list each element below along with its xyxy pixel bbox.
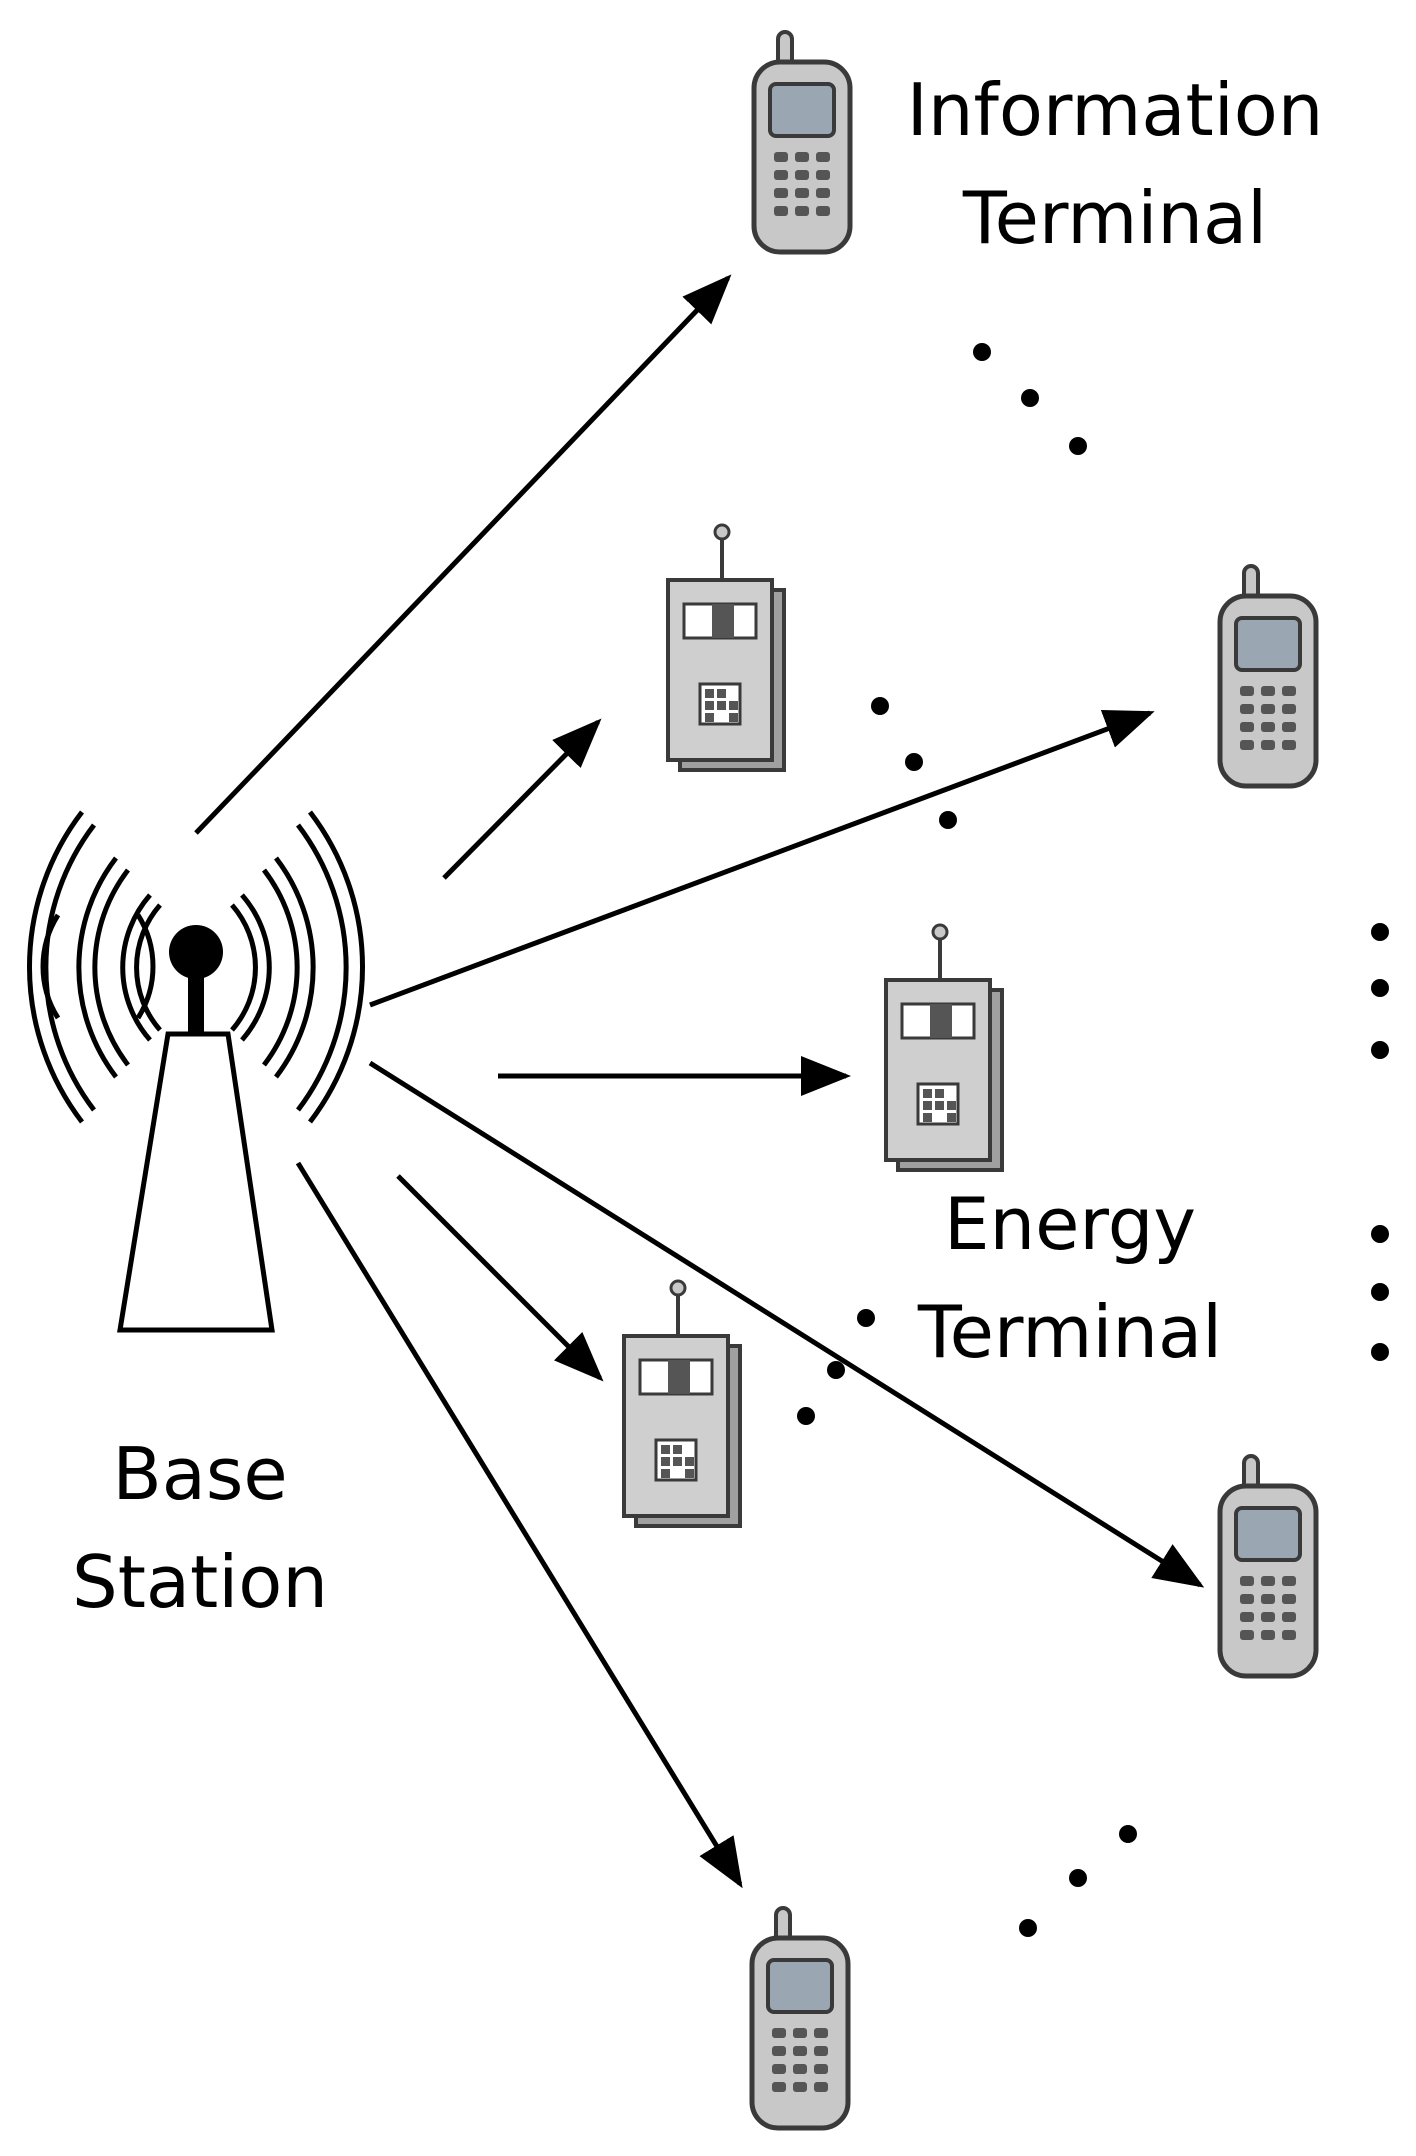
radio-tower-icon [26,810,366,1333]
energy-terminal-label-line-1: Energy [943,1182,1197,1266]
mobile-phone-icon [1220,566,1316,786]
ellipsis-dots [797,343,1389,1937]
ellipsis-top-right [973,343,1087,455]
signal-waves-right [230,810,366,1124]
arrow-to-energy-terminal-upper [442,718,602,880]
arrow-to-information-terminal-top [194,274,732,835]
mobile-phone-icon [1220,1456,1316,1676]
mobile-phone-icon [752,1908,848,2128]
ellipsis-bottom-right [1019,1825,1137,1937]
base-station-label-line-2: Station [72,1540,328,1624]
ellipsis-between-energy-terminals-lower [797,1309,875,1425]
mobile-phone-icon [754,32,850,252]
energy-terminal-label-line-2: Terminal [917,1290,1223,1374]
information-terminal-label: Information Terminal [880,56,1350,272]
arrow-to-energy-terminal-lower [396,1174,604,1382]
transmission-arrows [194,274,1205,1889]
base-station-label-line-1: Base [112,1432,288,1516]
arrow-to-information-terminal-upper-right [369,710,1155,1008]
ellipsis-between-energy-terminals-upper [871,697,957,829]
arrow-to-information-terminal-lower-right [368,1060,1205,1588]
energy-terminal-label: Energy Terminal [870,1170,1270,1386]
ellipsis-right-column-upper [1371,923,1389,1059]
energy-receiver-icon [666,523,786,772]
signal-waves-left [26,810,162,1124]
information-terminal-label-line-1: Information [906,68,1324,152]
antenna-mast [188,952,204,1032]
energy-receiver-icon [622,1279,742,1528]
energy-receiver-icon [884,923,1004,1172]
base-station-label: Base Station [40,1420,360,1636]
arrow-to-information-terminal-bottom [295,1161,743,1889]
information-terminal-label-line-2: Terminal [962,176,1268,260]
tower-base [117,1031,275,1333]
ellipsis-right-column-lower [1371,1225,1389,1361]
